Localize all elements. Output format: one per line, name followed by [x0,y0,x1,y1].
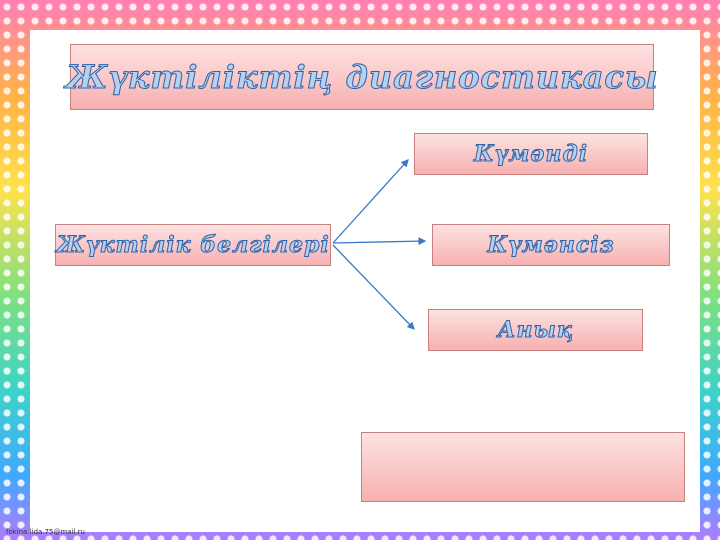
arrow-to-kumansiz [332,237,427,246]
node-label: Анық [497,317,574,344]
title-box: Жүктіліктің диагностикасы [65,44,658,110]
arrow-to-kumandi [332,159,409,244]
node-kumandi: Күмәнді [414,133,648,175]
footer-email: fokina.lida.75@mail.ru [6,528,85,536]
node-kumansiz: Күмәнсіз [432,224,670,266]
node-label: Күмәнсіз [487,232,615,259]
node-label: Күмәнді [473,141,589,168]
node-pregnancy-signs: Жүктілік белгілері [55,224,331,266]
node-label: Жүктілік белгілері [56,232,330,259]
node-anyk: Анық [428,309,643,351]
empty-box [361,432,685,502]
arrow-to-anyk [332,244,415,330]
page-title: Жүктіліктің диагностикасы [65,58,659,97]
